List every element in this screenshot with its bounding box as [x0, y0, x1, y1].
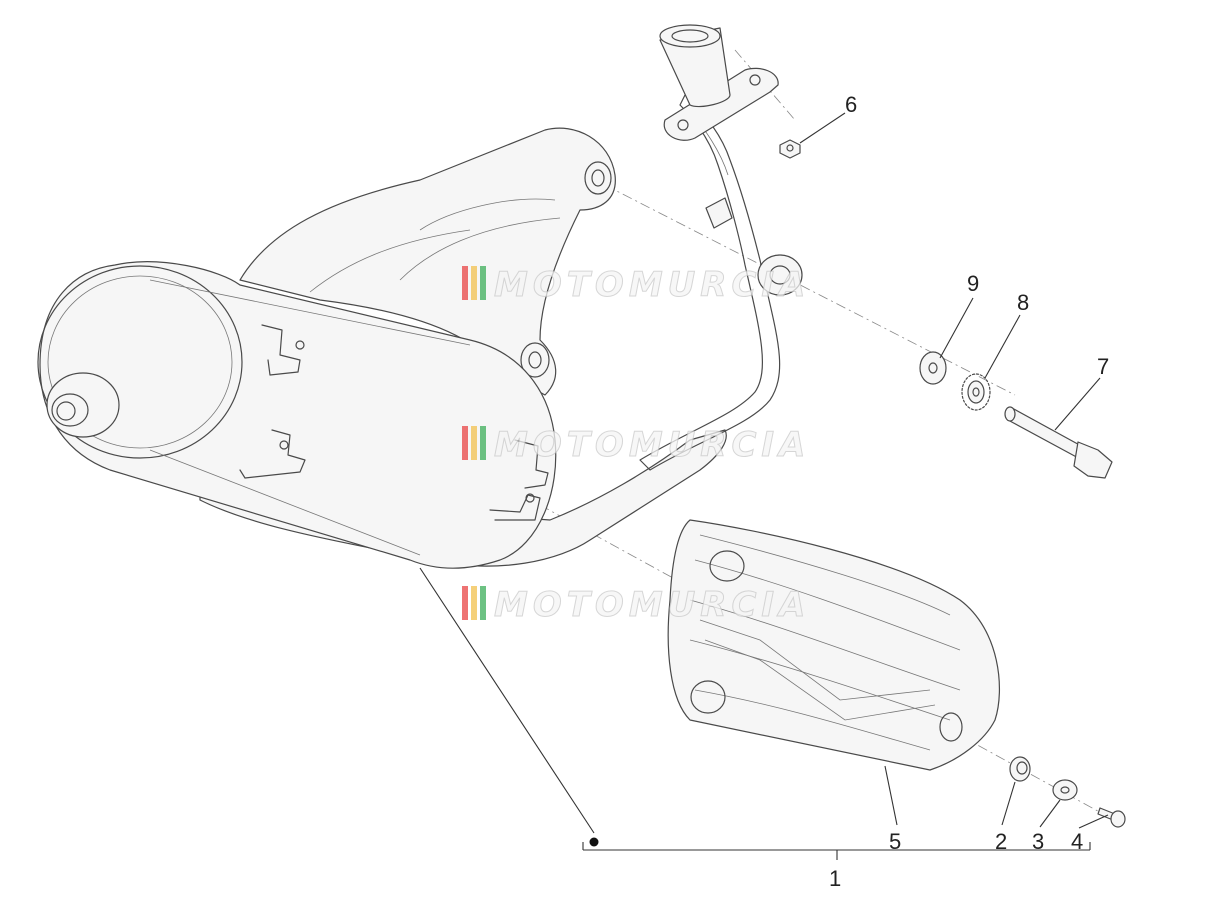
- manifold-flange: [663, 67, 779, 141]
- pipe-mount-eye: [757, 254, 803, 296]
- watermark-logo: MOTOMURCIA MOTOMURCIA MOTOMURCIA: [462, 265, 810, 626]
- svg-text:MOTOMURCIA: MOTOMURCIA: [494, 425, 810, 465]
- svg-text:MOTOMURCIA: MOTOMURCIA: [494, 585, 810, 625]
- muffler-assembly: [37, 127, 727, 569]
- callout-7: 7: [1097, 354, 1109, 379]
- callout-9: 9: [967, 271, 979, 296]
- leader-dot: [589, 837, 599, 847]
- part-9-washer: [919, 351, 947, 385]
- part-3-washer: [1052, 779, 1078, 801]
- callout-3: 3: [1032, 829, 1044, 854]
- part-8-serrated-washer: [961, 373, 991, 411]
- part-7-bolt: [1007, 407, 1086, 461]
- svg-text:MOTOMURCIA: MOTOMURCIA: [494, 265, 810, 305]
- part-6-nut: [779, 139, 801, 159]
- body-clips: [239, 324, 549, 521]
- hardware: [779, 139, 1126, 828]
- manifold-inlet-tube: [659, 27, 731, 108]
- exhaust-manifold-pipe: [639, 24, 803, 471]
- callout-6: 6: [845, 92, 857, 117]
- callouts: 1 2 3 4 5 6 7 8 9: [829, 92, 1109, 891]
- callout-2: 2: [995, 829, 1007, 854]
- muffler-body: [39, 261, 557, 569]
- heat-shield: [667, 519, 1000, 771]
- callout-4: 4: [1071, 829, 1083, 854]
- sensor-boss: [705, 197, 733, 229]
- callout-8: 8: [1017, 290, 1029, 315]
- callout-5: 5: [889, 829, 901, 854]
- callout-1: 1: [829, 866, 841, 891]
- leader-lines: [419, 112, 1109, 860]
